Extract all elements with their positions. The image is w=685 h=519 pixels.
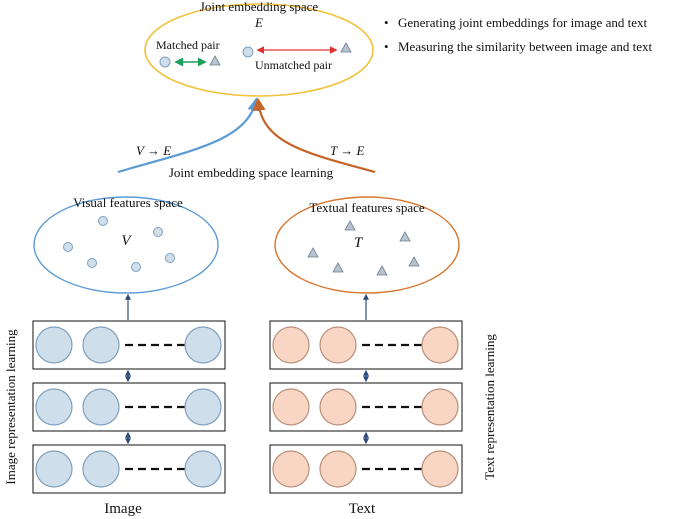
matched-image-node (159, 56, 171, 68)
visual-feature-point (165, 253, 175, 263)
textual-feature-point (408, 256, 420, 267)
visual-feature-point (98, 216, 108, 226)
text-neuron (319, 450, 357, 488)
bullet-marker: • (384, 39, 389, 54)
text-neuron (272, 326, 310, 364)
joint-learning-label: Joint embedding space learning (169, 165, 334, 180)
t-to-e-label: T → E (330, 143, 364, 158)
text-neuron (421, 388, 459, 426)
textual-feature-point (344, 220, 356, 231)
image-representation-network (32, 320, 226, 494)
matched-text-node (209, 55, 221, 66)
text-representation-label: Text representation learning (482, 334, 497, 480)
unmatched-image-node (242, 46, 254, 58)
joint-learning: V → E T → E Joint embedding space learni… (117, 97, 376, 180)
visual-features-space: Visual features space V (33, 195, 219, 294)
unmatched-pair-label: Unmatched pair (255, 58, 332, 72)
visual-feature-point (63, 242, 73, 252)
text-neuron (421, 450, 459, 488)
text-neuron (272, 388, 310, 426)
textual-features-ellipse (274, 196, 460, 294)
joint-embedding-symbol: E (254, 15, 263, 30)
image-neuron (35, 388, 73, 426)
image-caption: Image (104, 501, 142, 517)
image-neuron (184, 388, 222, 426)
textual-feature-point (307, 247, 319, 258)
joint-embedding-ellipse (144, 3, 374, 97)
textual-feature-point (399, 231, 411, 242)
visual-features-ellipse (33, 196, 219, 294)
visual-feature-point (153, 227, 163, 237)
text-caption: Text (349, 501, 376, 517)
bullet-list: • Generating joint embeddings for image … (384, 15, 653, 54)
image-neuron (82, 326, 120, 364)
image-neuron (82, 388, 120, 426)
text-representation-network (269, 320, 463, 494)
textual-features-symbol: T (354, 235, 364, 251)
text-neuron (319, 388, 357, 426)
bullet-marker: • (384, 15, 389, 30)
text-neuron (421, 326, 459, 364)
joint-embedding-title: Joint embedding space (200, 0, 319, 14)
text-neuron (319, 326, 357, 364)
joint-embedding-space: Joint embedding space E Matched pair Unm… (144, 0, 374, 97)
image-representation-label: Image representation learning (3, 329, 18, 485)
image-neuron (35, 450, 73, 488)
image-neuron (184, 326, 222, 364)
textual-features-space: Textual features space T (274, 196, 460, 294)
v-to-e-label: V → E (136, 143, 171, 158)
visual-feature-point (87, 258, 97, 268)
image-neuron (184, 450, 222, 488)
matched-pair-label: Matched pair (156, 38, 220, 52)
visual-feature-point (131, 262, 141, 272)
unmatched-text-node (340, 42, 352, 53)
text-neuron (272, 450, 310, 488)
image-neuron (35, 326, 73, 364)
textual-features-title: Textual features space (309, 200, 425, 215)
image-neuron (82, 450, 120, 488)
textual-feature-point (332, 262, 344, 273)
bullet-item: Generating joint embeddings for image an… (398, 15, 647, 30)
textual-feature-point (376, 265, 388, 276)
bullet-item: Measuring the similarity between image a… (398, 39, 653, 54)
t-to-e-arrow (252, 97, 376, 174)
v-to-e-arrow (117, 97, 261, 174)
visual-features-title: Visual features space (73, 195, 183, 210)
visual-features-symbol: V (121, 233, 132, 249)
